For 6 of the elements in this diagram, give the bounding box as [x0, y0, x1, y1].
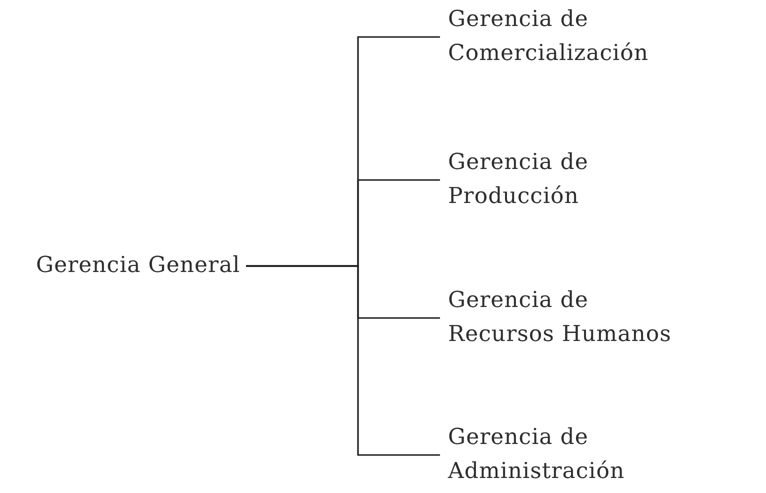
org-unit-label: Gerencia de Comercialización	[440, 3, 698, 71]
org-unit-label: Gerencia General	[36, 249, 240, 283]
connector-line	[246, 265, 440, 456]
org-unit-label: Gerencia de Recursos Humanos	[440, 284, 698, 352]
org-unit-label: Gerencia de Administración	[440, 421, 698, 489]
org-unit-label: Gerencia de Producción	[440, 146, 698, 214]
